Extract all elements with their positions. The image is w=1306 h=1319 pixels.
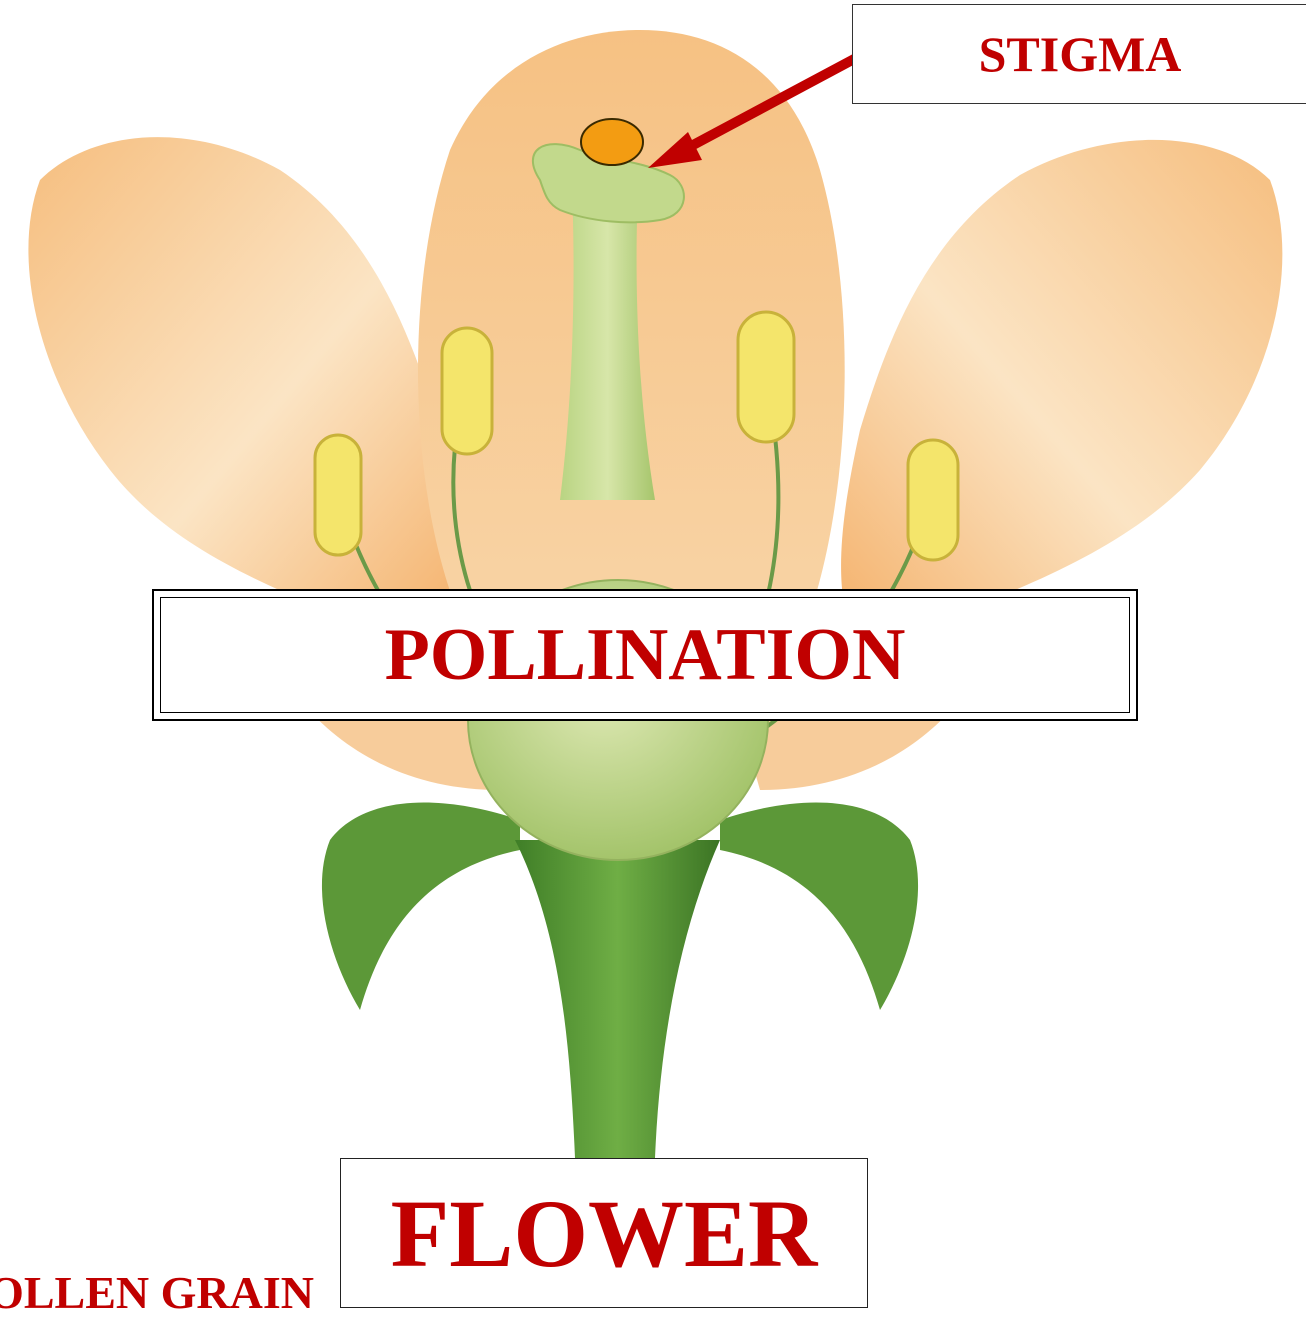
stem <box>515 840 720 1158</box>
anther-3 <box>738 312 794 442</box>
left-petal <box>28 137 457 650</box>
anther-1 <box>315 435 361 555</box>
stigma-label: STIGMA <box>852 4 1306 104</box>
flower-label: FLOWER <box>340 1158 868 1308</box>
right-petal <box>841 140 1282 650</box>
anther-4 <box>908 440 958 560</box>
pollen-grain <box>581 119 643 165</box>
left-sepal <box>322 803 520 1010</box>
right-sepal <box>720 803 918 1010</box>
page-title: POLLINATION <box>152 589 1138 721</box>
anther-2 <box>442 328 492 454</box>
pollen-grain-label: POLLEN GRAIN <box>0 1266 314 1319</box>
